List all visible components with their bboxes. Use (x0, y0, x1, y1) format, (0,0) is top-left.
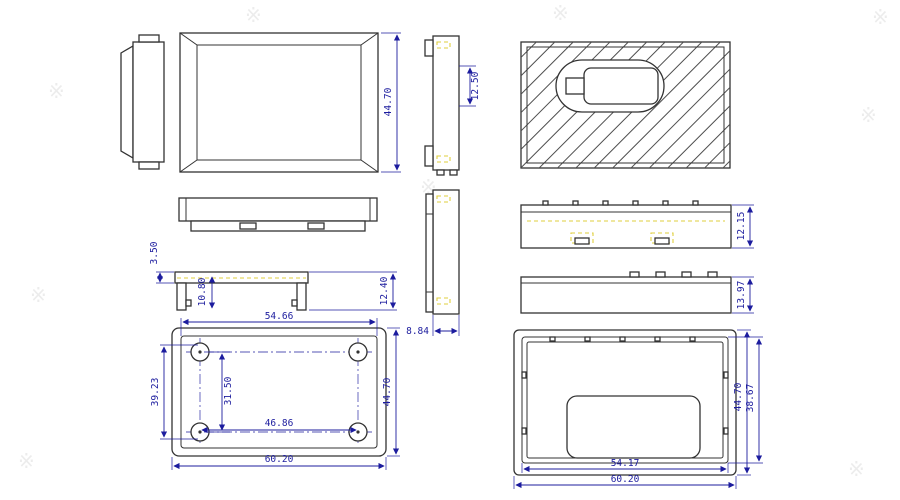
view-box-interior (171, 327, 387, 457)
dim-lid-thickness: 3.50 (149, 241, 174, 284)
view-lid-edge (178, 197, 378, 232)
dim-end-depth: 8.84 (406, 315, 460, 337)
lid-boss-outline (566, 395, 701, 459)
dim-box-inner-width-label: 54.66 (265, 311, 294, 322)
view-end-cap-profile (120, 34, 165, 170)
dim-front-height-label: 44.70 (383, 87, 394, 116)
svg-text:※: ※ (245, 3, 262, 27)
svg-text:※: ※ (30, 283, 47, 307)
dim-lid-inner-height-label: 38.67 (745, 384, 756, 413)
dim-base-wall-height: 12.15 (732, 204, 754, 249)
dim-lid-skirt-height-label: 10.80 (197, 277, 208, 306)
dim-clip-offset: 12.50 (459, 65, 481, 107)
dim-box-outer-height: 44.70 (382, 327, 400, 457)
dim-lid-total-height: 12.40 (309, 271, 397, 311)
svg-text:※: ※ (860, 103, 877, 127)
dim-screw-span-width: 46.86 (201, 418, 357, 434)
view-lid-cross-section (174, 271, 309, 311)
dim-box-inner-width: 54.66 (180, 311, 378, 336)
svg-text:※: ※ (552, 1, 569, 25)
svg-text:※: ※ (872, 5, 889, 29)
dim-lid-outer-width-label: 60.20 (611, 474, 640, 485)
watermark: ※ ※ ※ ※ ※ ※ ※ ※ ※ (18, 1, 889, 481)
dim-lid-inner-width-label: 54.17 (611, 458, 640, 469)
dim-lid-inner-width: 54.17 (521, 458, 729, 473)
dim-lid-outer-width: 60.20 (513, 474, 737, 489)
svg-text:※: ※ (48, 79, 65, 103)
dim-lid-skirt-height: 10.80 (197, 276, 216, 309)
dim-clip-offset-label: 12.50 (470, 71, 481, 100)
dim-screw-span-height-label: 39.23 (150, 378, 161, 407)
view-end-cross-section (425, 189, 460, 315)
dim-screw-span-height: 39.23 (150, 344, 198, 440)
dim-base-wall-height-label: 12.15 (736, 212, 747, 241)
dim-front-height: 44.70 (381, 32, 401, 173)
dim-lid-outer-height: 44.70 (733, 329, 751, 476)
view-front (179, 32, 379, 173)
dim-base-total-height-label: 13.97 (736, 281, 747, 310)
dim-lid-outer-height-label: 44.70 (733, 382, 744, 411)
dim-lid-total-height-label: 12.40 (379, 276, 390, 305)
dim-screw-span-width-label: 46.86 (265, 418, 294, 429)
dim-base-total-height: 13.97 (732, 276, 754, 314)
dim-box-outer-height-label: 44.70 (382, 377, 393, 406)
view-base-side-b (520, 271, 732, 314)
dim-box-outer-width: 60.20 (171, 454, 387, 470)
dim-end-depth-label: 8.84 (406, 326, 429, 337)
dim-lid-inner-height: 38.67 (728, 336, 763, 464)
view-base-side-a (520, 200, 732, 249)
view-side-clip-profile (424, 35, 460, 176)
dim-screw-inner-height-label: 31.50 (223, 376, 234, 405)
svg-text:※: ※ (18, 449, 35, 473)
svg-text:※: ※ (848, 457, 865, 481)
dim-box-outer-width-label: 60.20 (265, 454, 294, 465)
view-bottom-hatched (520, 41, 731, 169)
view-lid-interior (513, 329, 737, 476)
dim-lid-thickness-label: 3.50 (149, 241, 160, 264)
